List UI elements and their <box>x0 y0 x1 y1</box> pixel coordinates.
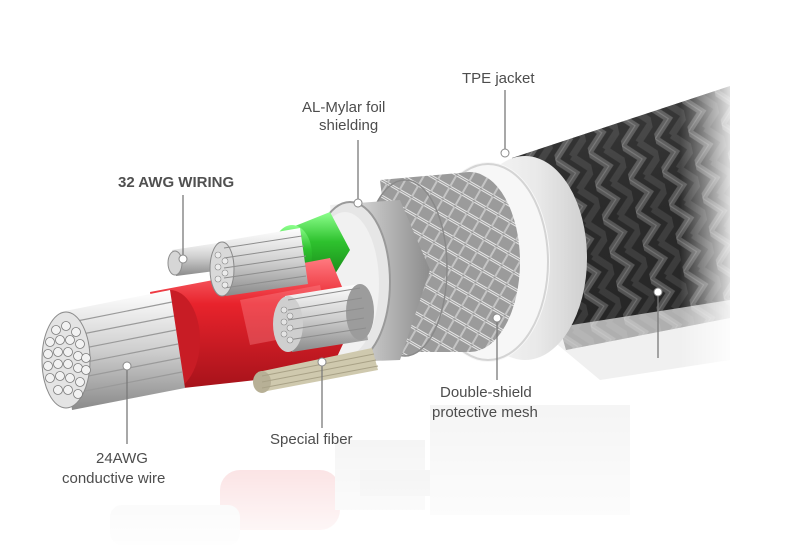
leader-lines <box>126 90 659 444</box>
marker-special-fiber-icon <box>317 357 327 367</box>
label-mylar-line1: AL-Mylar foil <box>302 99 386 116</box>
awg32-wires <box>167 228 308 297</box>
marker-mylar-icon <box>353 198 363 208</box>
label-tpe-jacket: TPE jacket <box>462 70 535 87</box>
label-awg24-line1: 24AWG <box>96 450 148 467</box>
marker-awg32-icon <box>178 254 188 264</box>
label-double-shield-line2: protective mesh <box>432 404 538 421</box>
label-awg24-line2: conductive wire <box>62 470 166 487</box>
marker-awg24-icon <box>122 361 132 371</box>
awg24-main-conductor <box>41 290 185 410</box>
marker-braid-icon <box>653 287 663 297</box>
label-double-shield-line1: Double-shield <box>440 384 532 401</box>
cable-reflection <box>0 380 785 557</box>
small-conductor-right <box>273 284 374 352</box>
marker-tpe-icon <box>500 148 510 158</box>
label-mylar-line2: shielding <box>319 117 379 134</box>
label-awg32: 32 AWG WIRING <box>118 174 235 191</box>
marker-double-shield-icon <box>492 313 502 323</box>
label-special-fiber: Special fiber <box>270 431 353 448</box>
special-fiber-bundle <box>253 348 379 393</box>
callout-markers <box>122 148 663 371</box>
